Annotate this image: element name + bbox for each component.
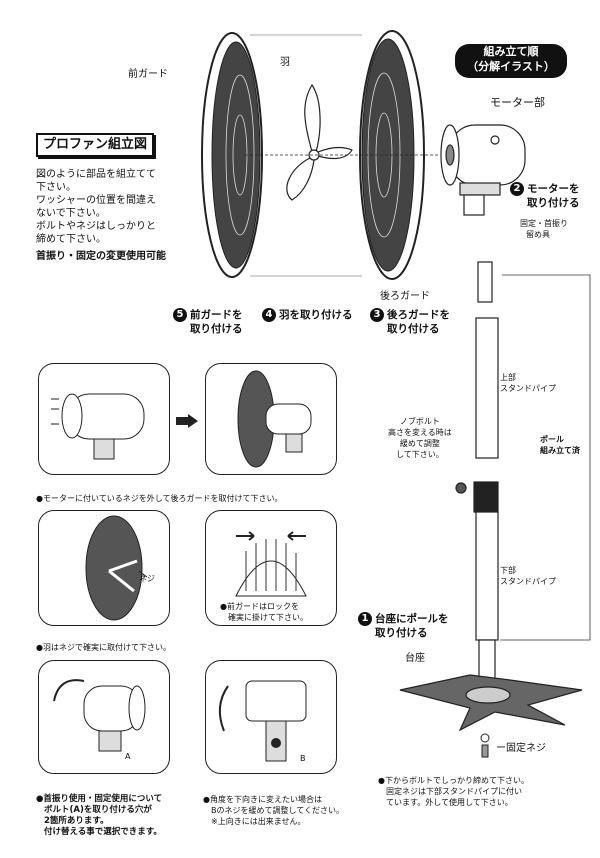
label-motor: モーター部: [490, 96, 545, 109]
label-upper-pipe: 上部 スタンドパイプ: [500, 372, 556, 394]
caption-base-line-1: ●下からボルトでしっかり締めて下さい。: [378, 776, 529, 785]
badge-line-2: （分解イラスト）: [467, 60, 555, 73]
detail-panel-bolt-a: A: [38, 660, 170, 774]
intro-line-5: ボルトやネジはしっかりと: [36, 221, 156, 232]
pole-drawing: [455, 261, 499, 681]
fix-swing-line-2: 留め具: [526, 230, 550, 239]
fix-swing-line-1: 固定・首振り: [520, 219, 568, 228]
lower-pipe-line-2: スタンドパイプ: [500, 577, 556, 586]
caption-blade: ●羽はネジで確実に取付けて下さい。: [36, 643, 171, 652]
label-blade: 羽: [280, 57, 290, 68]
step-5-line-2: 取り付ける: [190, 323, 243, 335]
knob-line-3: 緩めて調整: [399, 439, 440, 448]
pole-line-1: ポール: [540, 435, 564, 444]
intro-line-6: 締めて下さい。: [36, 234, 106, 245]
lower-pipe-line-1: 下部: [500, 566, 516, 575]
upper-pipe-line-2: スタンドパイプ: [500, 384, 556, 393]
label-bolt-a: A: [125, 752, 131, 761]
step-1-number: 1: [358, 612, 372, 626]
blade-drawing: [286, 83, 353, 201]
label-front-guard: 前ガード: [128, 69, 168, 80]
caption-bolt-b-line-3: ※上向きには出来ません。: [211, 817, 306, 826]
badge-line-1: 組み立て順: [483, 45, 539, 58]
detail-panel-front-guard-lock: ●前ガードはロックを 確実に掛けて下さい。: [205, 510, 337, 626]
intro-line-4: ないで下さい。: [36, 208, 106, 219]
label-rear-guard: 後ろガード: [380, 291, 430, 302]
knob-line-1: ノブボルト: [399, 417, 440, 426]
label-fixing-screw: ー固定ネジ: [496, 743, 546, 754]
caption-bolt-b-line-1: ●角度を下向きに変えたい場合は: [203, 795, 322, 804]
intro-line-1: 図のように部品を組立てて: [36, 169, 156, 180]
detail-panel-rear-guard-attached: [205, 363, 337, 475]
base-drawing: [399, 674, 583, 732]
step-3-number: 3: [370, 308, 384, 322]
caption-bolt-a-line-3: 2箇所あります。: [44, 816, 109, 826]
page-title: プロファン組立図: [36, 133, 155, 157]
caption-front-guard-line-2: 確実に掛けて下さい。: [228, 613, 308, 622]
detail-panel-blade-screw: ネジ: [38, 510, 170, 626]
step-3-line-1: 後ろガードを: [387, 309, 450, 321]
step-3-line-2: 取り付ける: [387, 323, 440, 335]
assembly-order-badge: 組み立て順 （分解イラスト）: [455, 44, 567, 78]
label-base: 台座: [405, 653, 425, 664]
intro-text: 図のように部品を組立てて 下さい。 ワッシャーの位置を間違え ないで下さい。 ボ…: [36, 168, 166, 263]
intro-line-2: 下さい。: [36, 182, 76, 193]
pole-line-2: 組み立て済: [540, 446, 580, 455]
caption-front-guard-line-1: ●前ガードはロックを: [220, 602, 299, 611]
caption-base-line-2: 固定ネジは下部スタンドパイプに付い: [386, 787, 522, 796]
knob-line-4: して下さい。: [396, 450, 444, 459]
label-bolt-b: B: [300, 754, 306, 763]
caption-bolt-b: ●角度を下向きに変えたい場合は Bのネジを緩めて調整してください。 ※上向きには…: [203, 794, 344, 827]
intro-bold-line: 首振り・固定の変更使用可能: [36, 251, 166, 262]
motor-drawing: [440, 124, 526, 216]
step-5-line-1: 前ガードを: [190, 309, 243, 321]
step-5-number: 5: [173, 308, 187, 322]
step-1-line-2: 取り付ける: [375, 627, 428, 639]
caption-bolt-a-line-2: ボルト(A)を取り付ける穴が: [44, 805, 152, 815]
label-pole-assembled: ポール 組み立て済: [540, 434, 580, 456]
label-lower-pipe: 下部 スタンドパイプ: [500, 565, 556, 587]
intro-line-3: ワッシャーの位置を間違え: [36, 195, 156, 206]
detail-panel-bolt-b: B: [205, 660, 337, 774]
caption-bolt-a-line-4: 付け替える事で選択できます。: [44, 827, 162, 837]
step-2-line-1: モーターを: [527, 183, 580, 195]
detail-panel-motor-screws: [38, 363, 170, 475]
caption-base-bolt: ●下からボルトでしっかり締めて下さい。 固定ネジは下部スタンドパイプに付い てい…: [378, 775, 529, 808]
step-4-line-1: 羽を取り付ける: [279, 309, 353, 321]
step-1-line-1: 台座にポールを: [375, 613, 449, 625]
caption-base-line-3: ています。外して使用して下さい。: [386, 798, 513, 807]
upper-pipe-line-1: 上部: [500, 373, 516, 382]
label-fix-swing: 固定・首振り 留め具: [520, 218, 568, 240]
label-knob-bolt: ノブボルト 高さを変える時は 緩めて調整 して下さい。: [388, 416, 452, 460]
caption-bolt-b-line-2: Bのネジを緩めて調整してください。: [211, 806, 345, 815]
label-screw: ネジ: [139, 574, 155, 583]
knob-line-2: 高さを変える時は: [388, 428, 452, 437]
arrow-right-icon: [176, 414, 198, 428]
caption-bolt-a-line-1: ●首振り使用・固定使用について: [36, 794, 163, 804]
step-4-number: 4: [262, 308, 276, 322]
caption-rear-guard: ●モーターに付いているネジを外して後ろガードを取付けて下さい。: [36, 494, 283, 503]
caption-front-guard: ●前ガードはロックを 確実に掛けて下さい。: [220, 601, 308, 623]
caption-bolt-a: ●首振り使用・固定使用について ボルト(A)を取り付ける穴が 2箇所あります。 …: [36, 794, 162, 838]
step-2-number: 2: [510, 182, 524, 196]
step-2-line-2: 取り付ける: [527, 197, 580, 209]
